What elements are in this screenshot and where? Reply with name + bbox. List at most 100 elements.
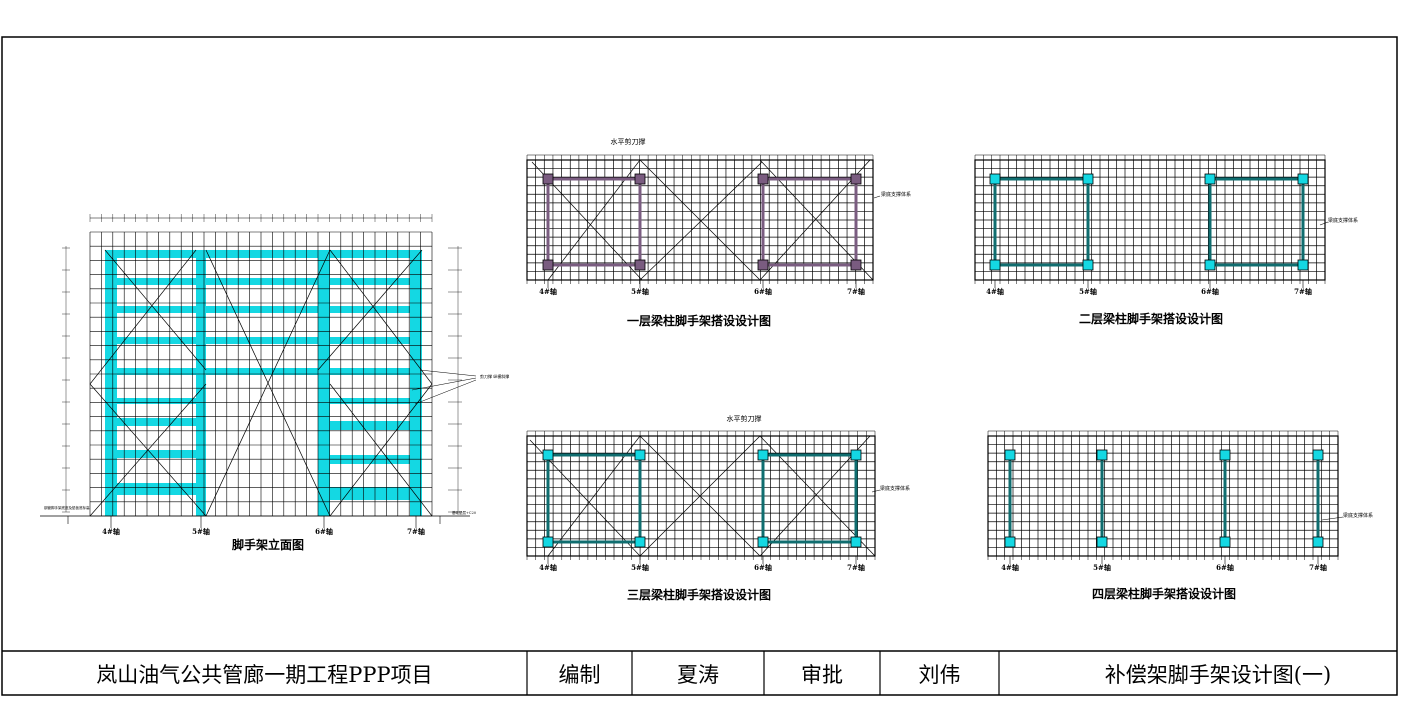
scissor-brace [89,249,197,385]
scissor-brace [329,249,433,385]
column-fill [196,250,206,516]
column-node [757,259,769,271]
column-node [1004,536,1016,548]
column-node [1204,259,1216,271]
beam-fill [105,368,422,375]
column-node [1297,259,1309,271]
axis-label: 4#轴 [1001,563,1019,572]
scissor-brace [205,249,331,517]
column-node [542,259,554,271]
axis-label: 7#轴 [407,527,425,536]
column-fill [318,250,330,516]
sheet-border [1,36,1398,696]
plan-floor2-caption: 二层梁柱脚手架搭设设计图 [1079,311,1223,326]
leader-line [414,379,477,405]
prepared-label: 编制 [558,663,601,687]
beam-frame [761,177,858,267]
approved-by: 刘伟 [918,663,961,687]
axis-label: 5#轴 [192,527,210,536]
axis-label: 6#轴 [315,527,333,536]
prepared-by: 夏涛 [677,663,719,687]
plan-floor1-caption: 一层梁柱脚手架搭设设计图 [627,313,771,328]
scissor-brace [639,159,761,281]
column-node [989,173,1001,185]
column-node [1082,259,1094,271]
column-node [757,173,769,185]
plan-floor4-caption: 四层梁柱脚手架搭设设计图 [1092,586,1236,601]
column-node [1312,449,1324,461]
axis-label: 6#轴 [754,563,772,572]
leader-line [871,489,881,493]
column-node [989,259,1001,271]
scissor-brace [329,383,433,517]
column-node [757,449,769,461]
axis-label: 7#轴 [1309,563,1327,572]
scissor-brace [89,383,207,517]
beam-fill [105,450,206,458]
column-node [850,449,862,461]
beam-fill [105,337,422,344]
leader-line [419,369,477,377]
project-name: 岚山油气公共管廊一期工程PPP项目 [96,663,433,687]
beam-fill [105,418,206,426]
beam-frame [761,453,858,544]
column-node [1219,449,1231,461]
plan-floor4-side-callout: 梁底支撑体系 [1343,512,1373,519]
column-node [542,536,554,548]
axis-label: 4#轴 [102,527,120,536]
axis-label: 5#轴 [1079,287,1097,296]
plan-floor1-top-callout: 水平剪刀撑 [611,137,646,146]
column-node [850,173,862,185]
column-node [1004,449,1016,461]
plan-floor3-side-callout: 梁底支撑体系 [880,485,910,492]
elevation-drawing: 4#轴 5#轴 6#轴 7#轴 [40,214,477,536]
plan-floor2: 4#轴 5#轴 6#轴 7#轴 [974,154,1329,296]
scissor-brace [317,249,423,371]
axis-label: 7#轴 [1294,287,1312,296]
column-node [1082,173,1094,185]
elevation-callout: 剪刀撑 纵横斜撑 [480,373,509,379]
axis-label: 4#轴 [986,287,1004,296]
column-node [634,259,646,271]
column-node [634,449,646,461]
column-node [1096,536,1108,548]
beam-frame [993,177,1090,267]
column-fill [410,250,422,516]
beam-fill [330,487,422,500]
drawing-title: 补偿架脚手架设计图(一) [1104,663,1332,687]
scissor-brace [104,249,207,371]
axis-label: 4#轴 [539,563,557,572]
beam-fill [105,306,422,313]
axis-label: 7#轴 [847,563,865,572]
column-node [1096,449,1108,461]
beam-fill [318,398,422,404]
column-node [634,536,646,548]
axis-label: 7#轴 [847,287,865,296]
column-node [1204,173,1216,185]
leader-line [411,377,477,391]
leader-line [1319,221,1329,226]
leader-line [873,195,881,199]
column-node [1312,536,1324,548]
column-node [1297,173,1309,185]
beam-frame [546,177,642,267]
plan-floor3: 4#轴 5#轴 6#轴 7#轴 [526,430,881,572]
axis-label: 5#轴 [1093,563,1111,572]
axis-label: 6#轴 [1201,287,1219,296]
column-node [757,536,769,548]
axis-label: 6#轴 [754,287,772,296]
scissor-brace [639,161,763,281]
beam-fill [105,278,422,285]
axis-label: 5#轴 [631,563,649,572]
column-node [634,173,646,185]
plan-floor2-side-callout: 梁底支撑体系 [1328,217,1358,224]
leader-line [1321,516,1344,521]
beam-frame [1208,177,1305,267]
axis-label: 5#轴 [631,287,649,296]
elevation-caption: 脚手架立面图 [232,537,304,552]
beam-fill [105,483,206,495]
beam-frame [546,453,642,544]
